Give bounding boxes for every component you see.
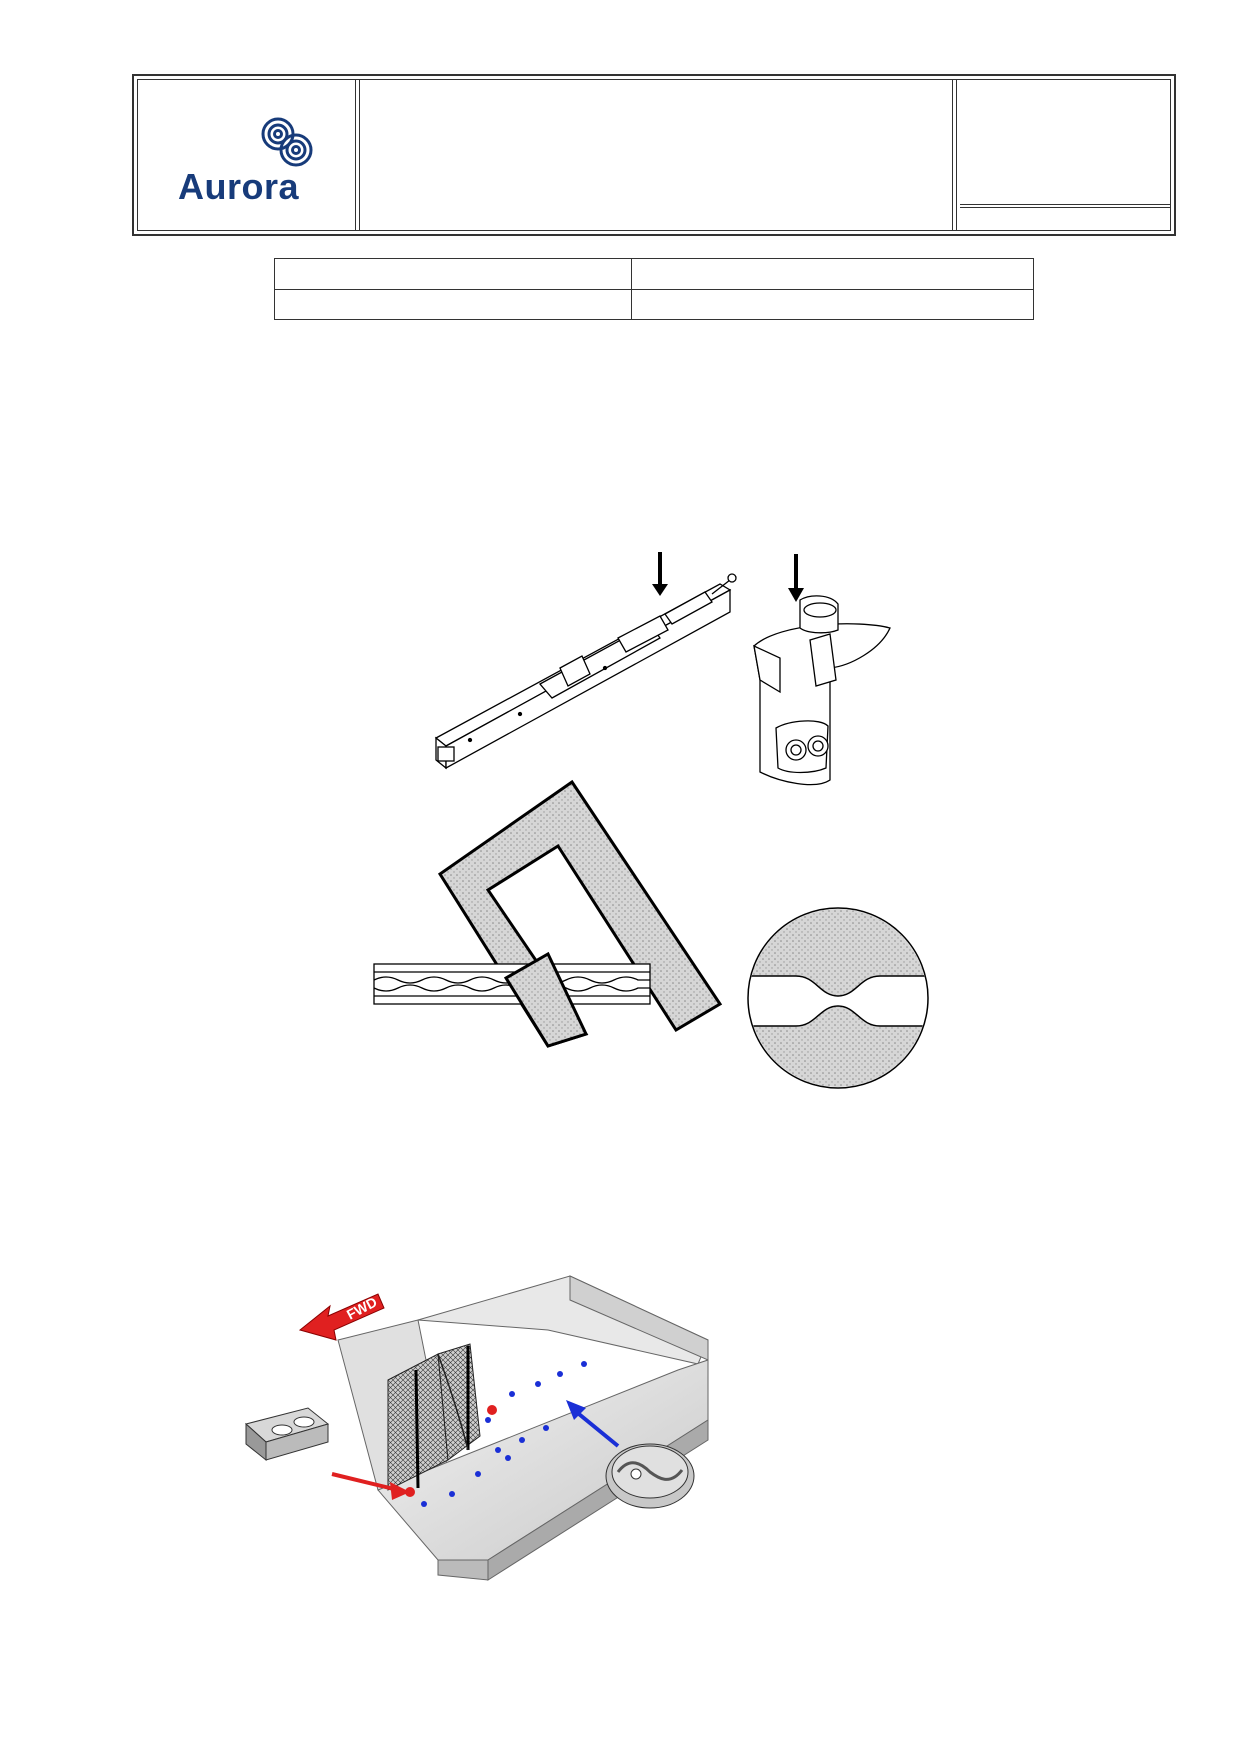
table-row — [274, 258, 1034, 290]
figure-cargo-bay: FWD — [244, 1275, 709, 1581]
info-table — [274, 258, 1034, 320]
reference-cell — [960, 80, 1170, 230]
title-cell — [363, 80, 957, 230]
table-cell — [274, 258, 632, 290]
logo-cell: Aurora — [138, 80, 360, 230]
table-cell — [274, 288, 632, 320]
track-fitting-icon — [753, 595, 891, 786]
brand-name: Aurora — [178, 166, 300, 207]
seat-track-rail-icon — [434, 566, 737, 770]
figure-track-fittings — [373, 552, 929, 1089]
fwd-arrow-icon — [298, 1293, 385, 1341]
aurora-rings-logo-icon — [261, 117, 313, 167]
dotted-u-strip-icon — [437, 779, 723, 1048]
magnified-track-detail-icon — [747, 907, 929, 1089]
table-cell — [631, 288, 1034, 320]
track-fitting-detail-left-icon — [244, 1407, 330, 1462]
document-header: Aurora — [132, 74, 1176, 236]
blue-pointer — [572, 1408, 620, 1448]
table-cell — [631, 258, 1034, 290]
round-fitting-detail-icon — [605, 1443, 695, 1509]
table-row — [274, 288, 1034, 320]
cargo-bay-cutaway-icon — [337, 1275, 709, 1581]
strip-overlap — [503, 951, 589, 1048]
red-pointer — [331, 1472, 399, 1492]
header-frame: Aurora — [137, 79, 1171, 231]
